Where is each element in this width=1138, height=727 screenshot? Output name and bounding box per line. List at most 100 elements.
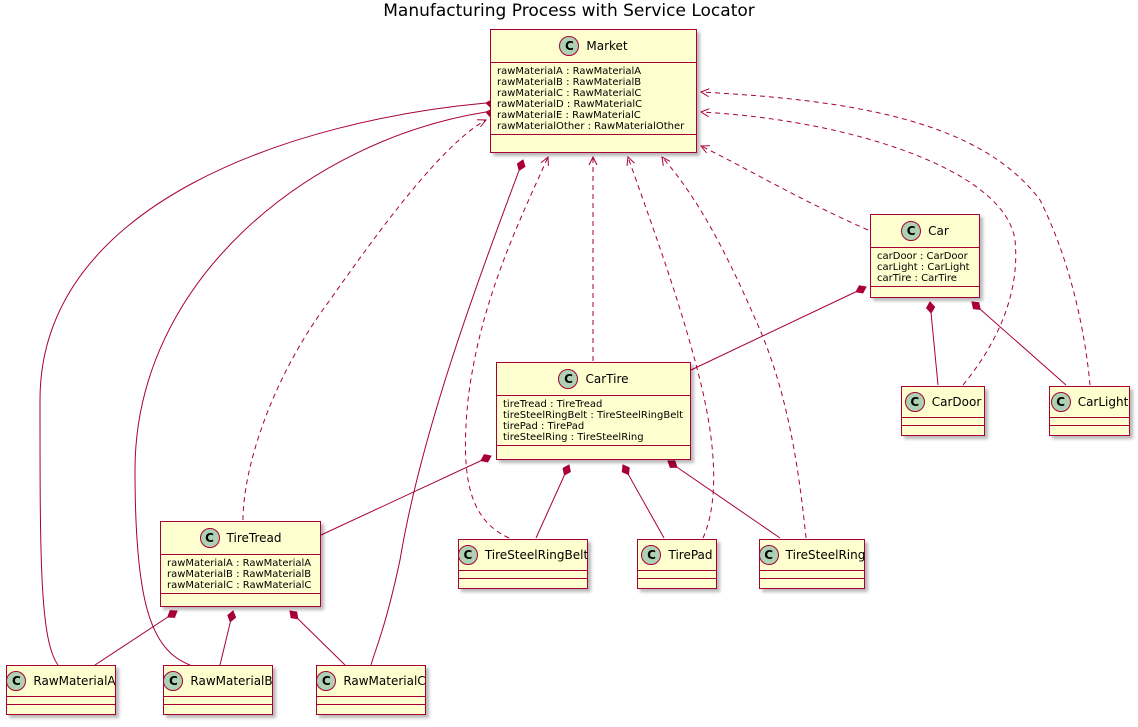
attributes-section (902, 417, 984, 425)
class-attribute: tirePad : TirePad (503, 421, 585, 432)
attributes-section (638, 570, 716, 578)
attributes-section (317, 696, 425, 704)
class-name: TirePad (668, 548, 713, 562)
relation-composition-cartire-tirepad (621, 464, 665, 539)
class-stereotype-icon: C (758, 545, 779, 565)
methods-section (459, 578, 587, 579)
class-name: RawMaterialB (190, 674, 273, 688)
composition-diamond-icon (621, 464, 630, 476)
class-name: CarLight (1077, 395, 1129, 409)
class-name: TireTread (226, 531, 282, 545)
methods-section (317, 704, 425, 705)
relation-line (971, 301, 1067, 386)
class-stereotype-icon: C (457, 545, 478, 565)
relation-line (627, 156, 715, 539)
methods-section (161, 593, 320, 594)
dependency-arrowhead-icon (661, 156, 671, 166)
relation-composition-tiretread-rawmaterialc (289, 610, 346, 666)
relation-composition-cartire-tiresteelringbelt (535, 464, 571, 539)
relation-line (242, 119, 487, 521)
methods-section (902, 425, 984, 426)
class-carlight[interactable]: C CarLight (1049, 386, 1130, 436)
relation-line (700, 145, 869, 231)
class-attribute: rawMaterialB : RawMaterialB (497, 77, 642, 88)
composition-diamond-icon (516, 159, 526, 172)
attributes-section (164, 696, 272, 704)
class-attribute: tireTread : TireTread (503, 399, 603, 410)
dependency-arrowhead-icon (699, 88, 710, 98)
class-stereotype-icon: C (163, 671, 184, 691)
class-header: C RawMaterialA (6, 666, 116, 696)
class-name: TireSteelRingBelt (484, 548, 589, 562)
dependency-arrowhead-icon (626, 155, 635, 166)
class-attribute: carTire : CarTire (877, 273, 957, 284)
relation-composition-tiretread-rawmaterialb (219, 610, 237, 666)
methods-section (164, 704, 272, 705)
class-name: TireSteelRing (785, 548, 866, 562)
composition-diamond-icon (562, 464, 571, 476)
class-attribute: carLight : CarLight (877, 262, 970, 273)
diagram-title: Manufacturing Process with Service Locat… (383, 1, 755, 21)
relation-composition-tiretread-rawmateriala (94, 610, 178, 666)
class-name: CarTire (585, 372, 629, 386)
methods-section (638, 578, 716, 579)
class-stereotype-icon: C (6, 671, 27, 691)
class-attribute: rawMaterialA : RawMaterialA (167, 558, 312, 569)
relation-line (94, 610, 178, 666)
class-tiresteelring[interactable]: C TireSteelRing (758, 539, 866, 589)
class-attribute: rawMaterialE : RawMaterialC (497, 110, 641, 121)
class-attribute: rawMaterialB : RawMaterialB (167, 569, 312, 580)
composition-diamond-icon (167, 610, 178, 618)
class-header: C RawMaterialC (316, 666, 426, 696)
class-header: C TireTread (161, 522, 320, 554)
class-header: C TireSteelRing (758, 540, 866, 570)
relation-composition-car-cartire (690, 285, 867, 371)
relation-line (690, 286, 867, 371)
composition-diamond-icon (971, 301, 981, 310)
composition-diamond-icon (289, 610, 299, 620)
class-attribute: tireSteelRingBelt : TireSteelRingBelt (503, 410, 684, 421)
relation-dependency-tiresteelring-market (661, 156, 807, 539)
dependency-arrowhead-icon (588, 155, 598, 166)
methods-section (760, 578, 864, 579)
class-rawmaterialb[interactable]: C RawMaterialB (163, 665, 273, 715)
methods-section (491, 134, 696, 135)
class-rawmateriala[interactable]: C RawMaterialA (6, 665, 116, 715)
relation-dependency-tiresteelringbelt-market (464, 155, 549, 539)
relation-line (667, 460, 781, 539)
class-name: Market (586, 39, 628, 53)
relation-line (289, 610, 346, 666)
class-rawmaterialc[interactable]: C RawMaterialC (316, 665, 426, 715)
class-stereotype-icon: C (199, 528, 220, 548)
relation-line (535, 464, 570, 539)
class-stereotype-icon: C (558, 369, 579, 389)
class-stereotype-icon: C (1050, 392, 1071, 412)
relation-composition-market-rawmaterialc (370, 159, 526, 666)
methods-section (1050, 425, 1129, 426)
class-attribute: carDoor : CarDoor (877, 251, 968, 262)
class-stereotype-icon: C (904, 392, 925, 412)
relation-line (622, 464, 665, 539)
class-name: RawMaterialA (33, 674, 116, 688)
class-tiresteelringbelt[interactable]: C TireSteelRingBelt (457, 539, 589, 589)
class-attribute: rawMaterialOther : RawMaterialOther (497, 121, 685, 132)
attributes-section (7, 696, 115, 704)
class-name: RawMaterialC (343, 674, 426, 688)
class-stereotype-icon: C (316, 671, 337, 691)
dependency-arrowhead-icon (540, 155, 549, 166)
attributes-section (459, 570, 587, 578)
relation-dependency-car-market (699, 145, 869, 231)
